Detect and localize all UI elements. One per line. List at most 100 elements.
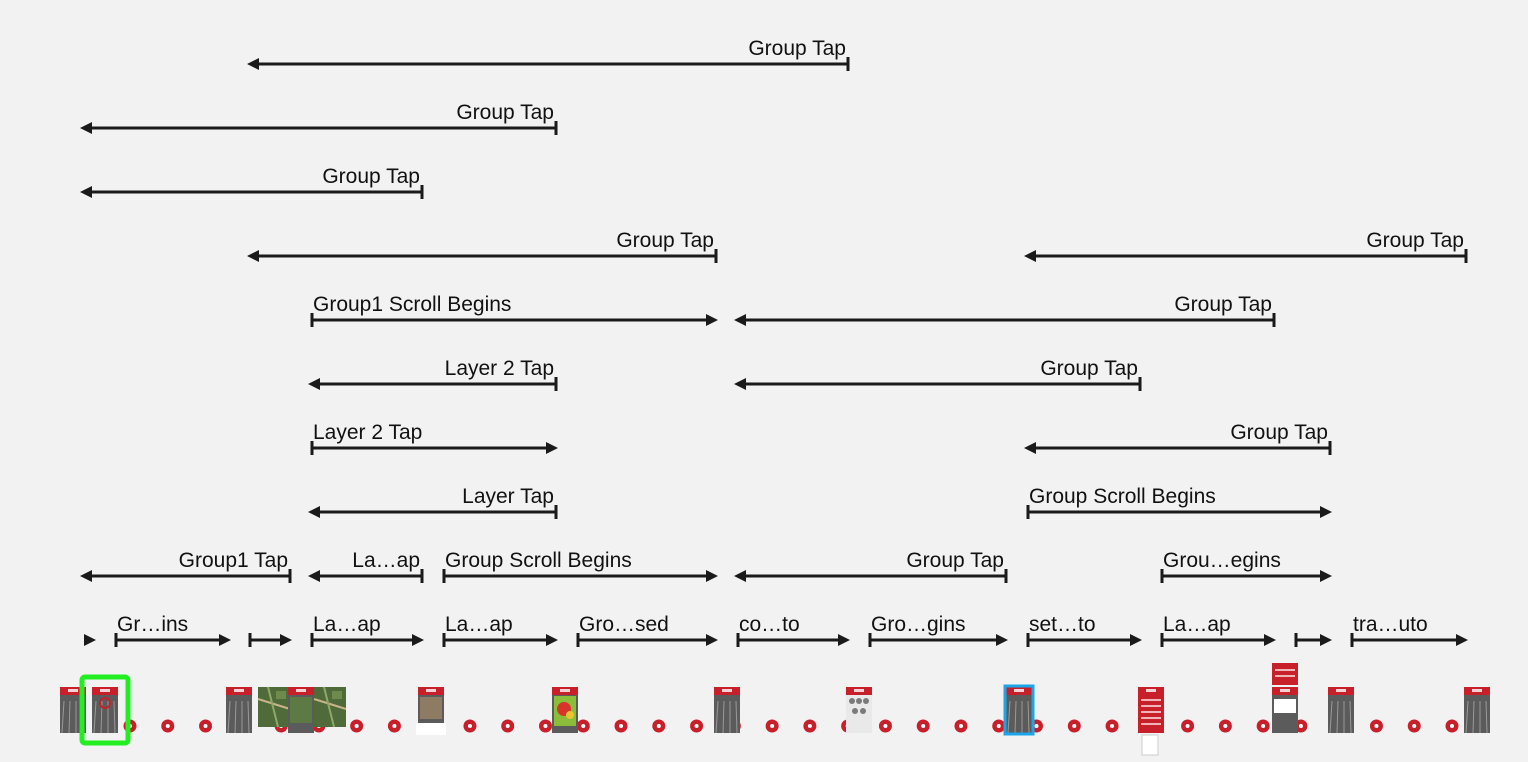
gesture-label: Group Scroll Begins bbox=[1029, 485, 1216, 508]
gesture-label: Group Tap bbox=[1366, 229, 1464, 252]
gesture-arrow: Group1 Tap bbox=[80, 549, 292, 583]
arrowhead-right bbox=[219, 634, 231, 646]
selection-highlight-green bbox=[79, 674, 131, 746]
action-marker bbox=[1256, 719, 1270, 733]
gesture-arrow: La…ap bbox=[1160, 613, 1276, 647]
gesture-arrow: co…to bbox=[736, 613, 850, 647]
selection-highlight-blue bbox=[1003, 684, 1035, 736]
arrowhead-left bbox=[308, 506, 320, 518]
arrowhead-left bbox=[734, 314, 746, 326]
arrowhead-left bbox=[247, 250, 259, 262]
gesture-label: Group Tap bbox=[1230, 421, 1328, 444]
gesture-label: Group Tap bbox=[322, 165, 420, 188]
thumb-screen-12[interactable] bbox=[1328, 687, 1354, 734]
gesture-label: La…ap bbox=[313, 613, 381, 636]
arrowhead-right bbox=[1320, 506, 1332, 518]
gesture-label: La…ap bbox=[1163, 613, 1231, 636]
action-marker bbox=[199, 719, 213, 733]
gesture-label: La…ap bbox=[352, 549, 420, 572]
thumb-screen-6[interactable] bbox=[552, 687, 578, 733]
gesture-label: Group Tap bbox=[616, 229, 714, 252]
thumb-screen-10[interactable] bbox=[1138, 687, 1164, 756]
gesture-label: Gro…gins bbox=[871, 613, 966, 636]
arrowhead-left bbox=[247, 58, 259, 70]
thumb-screen-8[interactable] bbox=[846, 687, 872, 733]
action-marker bbox=[161, 719, 175, 733]
action-marker bbox=[803, 719, 817, 733]
gesture-label: Gr…ins bbox=[117, 613, 188, 636]
thumb-screen-13[interactable] bbox=[1464, 687, 1490, 734]
gesture-arrow: Group1 Scroll Begins bbox=[310, 293, 718, 327]
gesture-label: Layer Tap bbox=[462, 485, 554, 508]
gesture-arrow: Group Tap bbox=[734, 357, 1142, 391]
arrowhead-right bbox=[1130, 634, 1142, 646]
action-marker bbox=[1218, 719, 1232, 733]
action-marker bbox=[501, 719, 515, 733]
action-marker bbox=[765, 719, 779, 733]
arrowhead-right bbox=[84, 634, 96, 646]
arrowhead-right bbox=[706, 634, 718, 646]
gesture-arrow: Group Scroll Begins bbox=[1026, 485, 1332, 519]
gesture-arrow: Group Scroll Begins bbox=[442, 549, 718, 583]
thumb-screen-2[interactable] bbox=[79, 674, 131, 746]
gesture-arrow: Group Tap bbox=[734, 549, 1008, 583]
action-marker bbox=[1445, 719, 1459, 733]
gesture-label: co…to bbox=[739, 613, 800, 636]
thumb-screen-9[interactable] bbox=[1003, 684, 1035, 736]
arrowhead-right bbox=[546, 634, 558, 646]
action-marker bbox=[1407, 719, 1421, 733]
action-marker bbox=[1369, 719, 1383, 733]
gesture-arrow bbox=[1294, 633, 1332, 647]
arrowhead-right bbox=[280, 634, 292, 646]
gesture-arrow: Gro…gins bbox=[868, 613, 1008, 647]
gesture-arrow: tra…uto bbox=[1350, 613, 1468, 647]
gesture-label: Group1 Scroll Begins bbox=[313, 293, 511, 316]
gesture-arrow: La…ap bbox=[442, 613, 558, 647]
action-marker bbox=[350, 719, 364, 733]
gesture-arrow: Group Tap bbox=[1024, 229, 1468, 263]
gesture-label: Group Scroll Begins bbox=[445, 549, 632, 572]
gesture-arrow: Gr…ins bbox=[114, 613, 231, 647]
gesture-arrow: Layer Tap bbox=[308, 485, 558, 519]
gesture-arrow: La…ap bbox=[310, 613, 424, 647]
thumb-screen-11[interactable] bbox=[1272, 663, 1298, 733]
gesture-label: Group1 Tap bbox=[179, 549, 288, 572]
gesture-arrow: Group Tap bbox=[247, 37, 850, 71]
action-marker bbox=[538, 719, 552, 733]
gesture-arrow: Group Tap bbox=[80, 101, 558, 135]
gesture-label: tra…uto bbox=[1353, 613, 1428, 636]
gesture-arrow: Group Tap bbox=[734, 293, 1276, 327]
thumb-map-2[interactable] bbox=[313, 686, 347, 728]
action-marker bbox=[1105, 719, 1119, 733]
gesture-arrow: Group Tap bbox=[1024, 421, 1332, 455]
gesture-label: Group Tap bbox=[748, 37, 846, 60]
gesture-label: Grou…egins bbox=[1163, 549, 1281, 572]
action-marker bbox=[576, 719, 590, 733]
gesture-label: Group Tap bbox=[1174, 293, 1272, 316]
thumb-screen-5[interactable] bbox=[416, 687, 446, 735]
gesture-label: Group Tap bbox=[906, 549, 1004, 572]
arrowhead-left bbox=[80, 186, 92, 198]
thumb-screen-7[interactable] bbox=[714, 687, 740, 734]
arrowhead-right bbox=[1456, 634, 1468, 646]
arrowhead-right bbox=[1320, 570, 1332, 582]
gesture-arrow: Group Tap bbox=[247, 229, 718, 263]
gesture-label: La…ap bbox=[445, 613, 513, 636]
arrowhead-left bbox=[1024, 442, 1036, 454]
thumb-map-1[interactable] bbox=[257, 686, 291, 728]
gesture-arrow: Layer 2 Tap bbox=[310, 421, 558, 455]
arrowhead-left bbox=[308, 570, 320, 582]
action-marker bbox=[614, 719, 628, 733]
arrowhead-right bbox=[706, 314, 718, 326]
action-marker bbox=[1181, 719, 1195, 733]
action-marker bbox=[1067, 719, 1081, 733]
arrowhead-right bbox=[1264, 634, 1276, 646]
thumb-screen-3[interactable] bbox=[226, 687, 252, 734]
gesture-arrow: Gro…sed bbox=[576, 613, 718, 647]
gesture-label: set…to bbox=[1029, 613, 1096, 636]
gesture-label: Group Tap bbox=[456, 101, 554, 124]
thumb-screen-4[interactable] bbox=[288, 687, 314, 733]
action-marker bbox=[992, 719, 1006, 733]
